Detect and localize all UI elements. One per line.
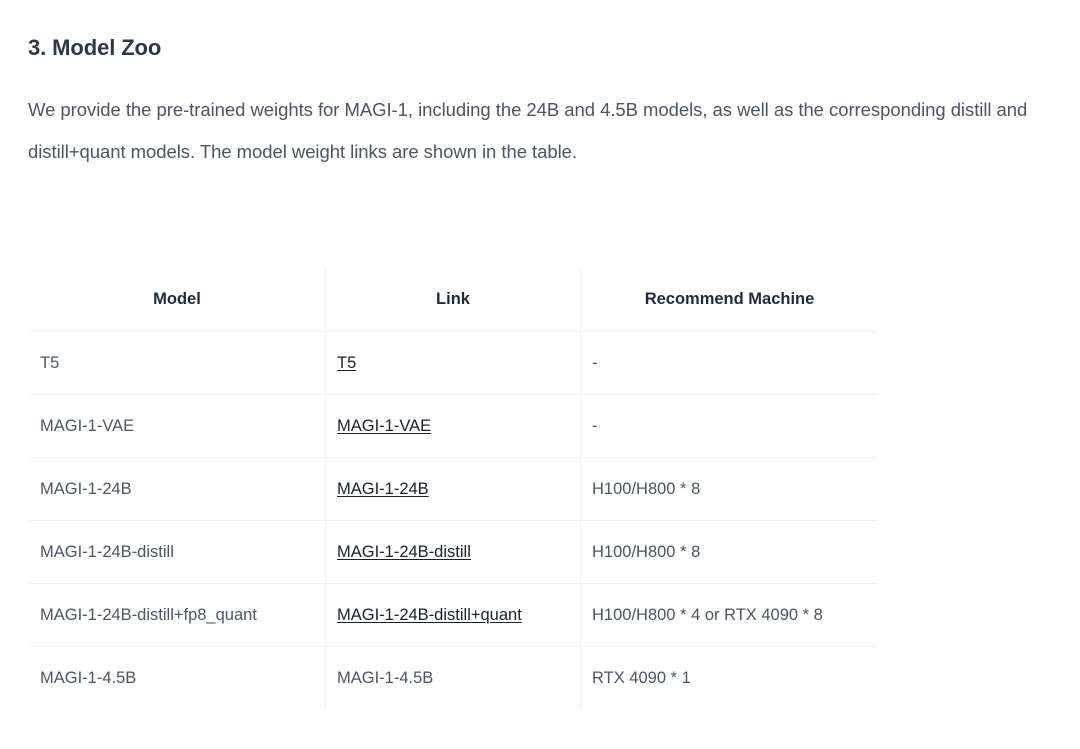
- table-row: MAGI-1-24B-distill+fp8_quant MAGI-1-24B-…: [29, 583, 878, 647]
- table-header-row: Model Link Recommend Machine: [29, 268, 878, 332]
- model-zoo-table-container: Model Link Recommend Machine T5 T5 - MAG…: [28, 267, 879, 710]
- model-weight-link[interactable]: MAGI-1-24B: [337, 479, 429, 498]
- table-row: T5 T5 -: [29, 331, 878, 395]
- cell-model: T5: [29, 331, 326, 395]
- cell-recommend-machine: -: [580, 331, 878, 395]
- model-weight-link[interactable]: MAGI-1-24B-distill: [337, 542, 471, 561]
- table-row: MAGI-1-4.5B MAGI-1-4.5B RTX 4090 * 1: [29, 646, 878, 709]
- cell-recommend-machine: RTX 4090 * 1: [592, 668, 691, 687]
- cell-link: MAGI-1-24B-distill: [325, 520, 581, 584]
- model-zoo-table: Model Link Recommend Machine T5 T5 - MAG…: [28, 267, 879, 710]
- cell-recommend-machine: H100/H800 * 8: [580, 520, 878, 584]
- cell-link: MAGI-1-24B: [325, 457, 581, 521]
- cell-model: MAGI-1-24B-distill+fp8_quant: [29, 583, 326, 647]
- cell-model: MAGI-1-24B: [29, 457, 326, 521]
- model-weight-link[interactable]: T5: [337, 353, 357, 372]
- cell-link: MAGI-1-4.5B: [325, 646, 581, 709]
- cell-link: T5: [325, 331, 581, 395]
- column-header-model: Model: [29, 268, 326, 332]
- cell-model: MAGI-1-4.5B: [29, 646, 326, 709]
- cell-recommend-machine: H100/H800 * 4 or RTX 4090 * 8: [580, 583, 878, 647]
- cell-recommend-machine: H100/H800 * 8: [580, 457, 878, 521]
- page-title: 3. Model Zoo: [28, 35, 162, 60]
- table-row: MAGI-1-24B-distill MAGI-1-24B-distill H1…: [29, 520, 878, 584]
- table-row: MAGI-1-VAE MAGI-1-VAE -: [29, 394, 878, 458]
- model-weight-link[interactable]: MAGI-1-24B-distill+quant: [337, 605, 522, 624]
- table-body: T5 T5 - MAGI-1-VAE MAGI-1-VAE - MAGI-1-2…: [29, 331, 878, 709]
- cell-model: MAGI-1-VAE: [29, 394, 326, 458]
- cell-recommend-machine: -: [580, 394, 878, 458]
- column-header-recommend-machine: Recommend Machine: [580, 268, 878, 332]
- cell-model: MAGI-1-24B-distill: [29, 520, 326, 584]
- cell-link: MAGI-1-24B-distill+quant: [325, 583, 581, 647]
- column-header-link: Link: [325, 268, 581, 332]
- model-weight-link: MAGI-1-4.5B: [337, 668, 434, 687]
- cell-link: MAGI-1-VAE: [325, 394, 581, 458]
- intro-paragraph: We provide the pre-trained weights for M…: [28, 99, 1028, 162]
- table-header: Model Link Recommend Machine: [29, 268, 878, 332]
- model-weight-link[interactable]: MAGI-1-VAE: [337, 416, 432, 435]
- table-row: MAGI-1-24B MAGI-1-24B H100/H800 * 8: [29, 457, 878, 521]
